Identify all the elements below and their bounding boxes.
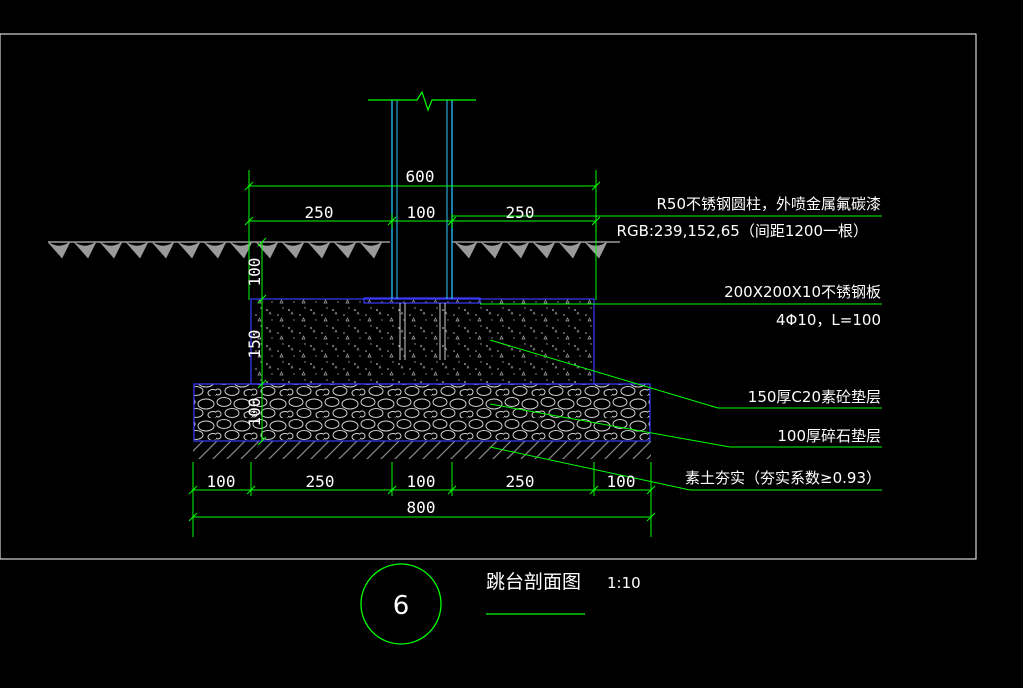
ground-hatch-mark [125, 241, 149, 259]
ground-hatch-mark [454, 241, 478, 259]
note-soil: 素土夯实（夯实系数≥0.93） [685, 469, 881, 487]
ground-hatch-mark [281, 241, 305, 259]
ground-hatch-mark [73, 241, 97, 259]
dim-bottom-3: 100 [407, 472, 436, 491]
drawing-frame [0, 33, 977, 560]
ground-hatch-mark [359, 241, 383, 259]
ground-hatch-mark [307, 241, 331, 259]
ground-hatch-mark [99, 241, 123, 259]
ground-line [47, 241, 620, 259]
ground-hatch-mark [151, 241, 175, 259]
drawing-title: 跳台剖面图 [486, 571, 581, 593]
dim-top-right: 250 [506, 203, 535, 222]
dim-bottom-total: 800 [407, 498, 436, 517]
dim-bottom-5: 100 [607, 472, 636, 491]
ground-hatch-mark [506, 241, 530, 259]
drawing-scale: 1:10 [607, 574, 641, 592]
ground-hatch-mark [333, 241, 357, 259]
note-column-spec: R50不锈钢圆柱，外喷金属氟碳漆 [656, 195, 881, 213]
gravel-layer [193, 383, 651, 442]
drawing-number: 6 [393, 591, 410, 621]
dim-vert-3: 100 [245, 398, 264, 427]
ground-hatch-mark [203, 241, 227, 259]
note-column-color: RGB:239,152,65（间距1200一根） [617, 222, 868, 240]
dim-top-left: 250 [305, 203, 334, 222]
dim-bottom-2: 250 [306, 472, 335, 491]
dim-bottom-4: 250 [506, 472, 535, 491]
steel-column [368, 90, 476, 299]
steel-plate [363, 297, 481, 304]
dim-vert-1: 100 [245, 258, 264, 287]
dim-vert-2: 150 [245, 330, 264, 359]
ground-hatch-mark [47, 241, 71, 259]
concrete-layer [250, 298, 595, 385]
dim-top-mid: 100 [407, 203, 436, 222]
ground-hatch-mark [480, 241, 504, 259]
ground-hatch-mark [177, 241, 201, 259]
ground-hatch-mark [229, 241, 253, 259]
ground-hatch-mark [532, 241, 556, 259]
dim-bottom-1: 100 [207, 472, 236, 491]
rebar [399, 303, 446, 360]
leader-lines [452, 215, 882, 491]
soil-hatch [193, 441, 651, 459]
note-rebar: 4Φ10，L=100 [776, 311, 881, 329]
drawing-number-circle [360, 563, 442, 645]
note-gravel: 100厚碎石垫层 [777, 427, 881, 445]
note-plate: 200X200X10不锈钢板 [724, 283, 881, 301]
note-concrete: 150厚C20素砼垫层 [748, 388, 881, 406]
dim-top-total: 600 [406, 167, 435, 186]
dimension-lines [188, 170, 656, 537]
ground-hatch-mark [558, 241, 582, 259]
